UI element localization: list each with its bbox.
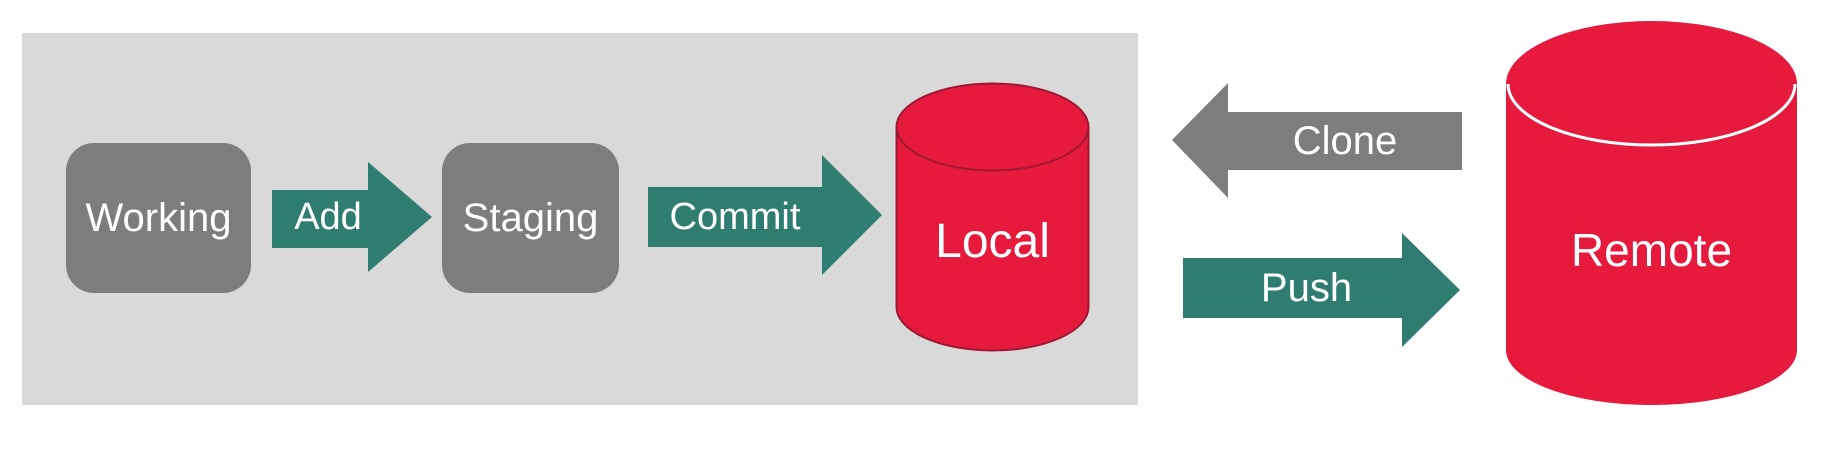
local-cylinder-body bbox=[895, 127, 1090, 352]
local-cylinder-top bbox=[895, 82, 1090, 172]
remote-cylinder-top bbox=[1506, 21, 1797, 147]
remote-cylinder-body bbox=[1506, 84, 1797, 405]
add-arrow bbox=[272, 162, 432, 272]
working-directory-node: Working bbox=[66, 143, 251, 293]
add-arrow-shape bbox=[272, 162, 432, 272]
remote-repo-cylinder bbox=[1506, 21, 1797, 405]
push-arrow bbox=[1183, 233, 1460, 347]
clone-arrow-shape bbox=[1172, 83, 1462, 198]
working-directory-label: Working bbox=[85, 196, 232, 240]
local-repo-cylinder bbox=[895, 82, 1090, 352]
remote-cylinder-top-rim bbox=[1506, 83, 1797, 147]
staging-area-node: Staging bbox=[442, 143, 619, 293]
staging-area-label: Staging bbox=[462, 196, 599, 240]
commit-arrow bbox=[648, 155, 882, 275]
clone-arrow bbox=[1172, 83, 1462, 198]
push-arrow-shape bbox=[1183, 233, 1460, 347]
commit-arrow-shape bbox=[648, 155, 882, 275]
